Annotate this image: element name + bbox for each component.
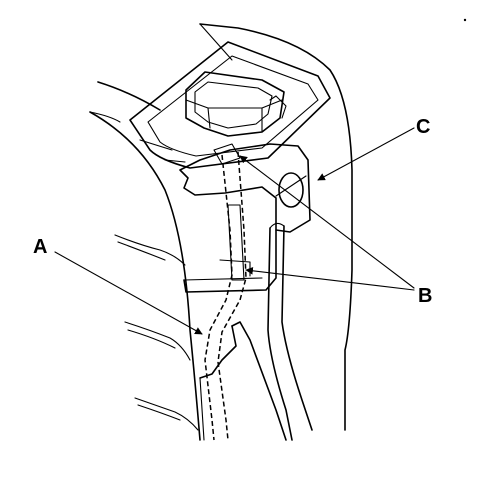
- callout-a-leader: [54, 251, 203, 335]
- lower-bracket: [199, 321, 287, 441]
- mount-bracket: [129, 41, 331, 169]
- callout-b-leader-upper: [239, 155, 415, 289]
- callout-c-leader: [317, 127, 415, 181]
- callout-b-leader-lower: [245, 266, 415, 291]
- callout-a: A: [33, 236, 203, 335]
- pillar-trim: [267, 222, 313, 441]
- callout-b: B: [239, 155, 432, 307]
- callout-b-label: B: [418, 285, 432, 307]
- callout-a-label: A: [33, 236, 47, 258]
- body-panel: [89, 23, 353, 441]
- callout-c: C: [317, 116, 430, 181]
- side-bracket: [179, 143, 311, 233]
- callout-c-label: C: [416, 116, 430, 138]
- retractor-housing: [185, 71, 287, 137]
- speck-mark: [463, 18, 467, 22]
- seat-side-panel: [114, 234, 199, 431]
